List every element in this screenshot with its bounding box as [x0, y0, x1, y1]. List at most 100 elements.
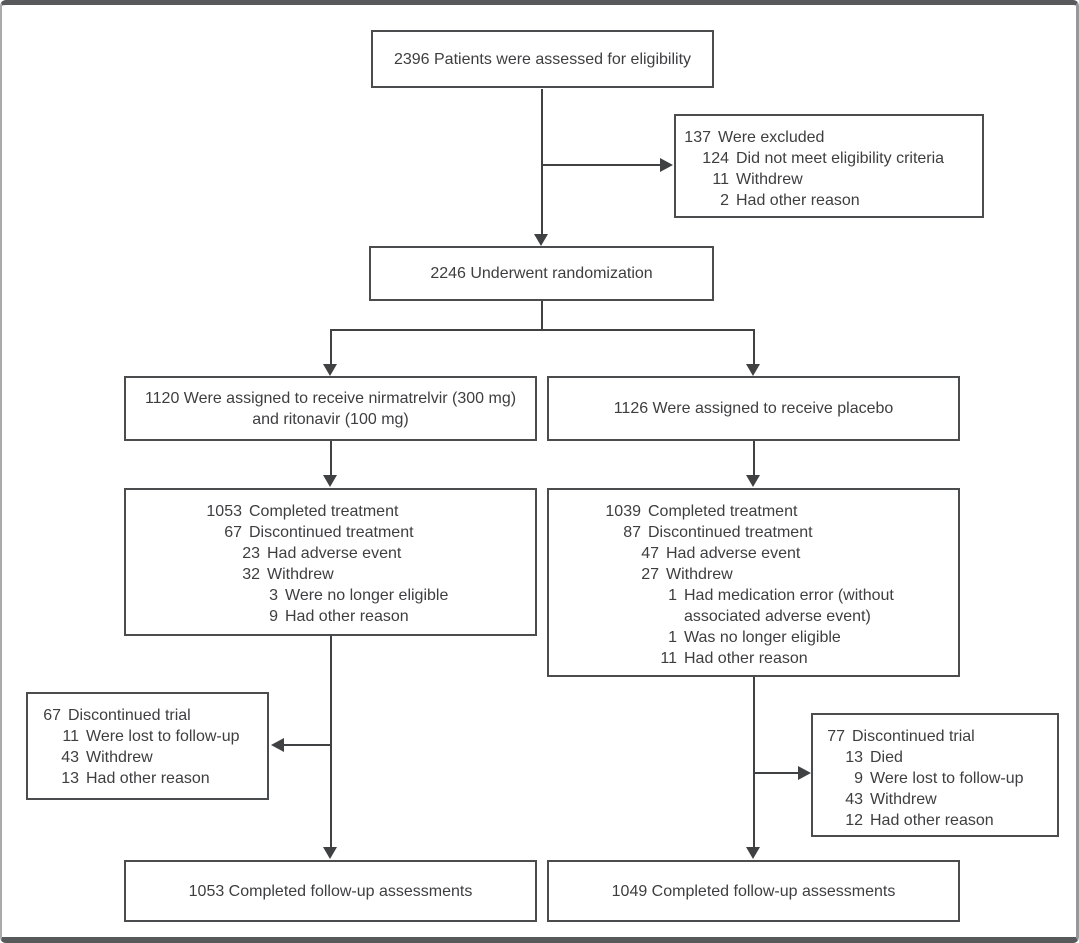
flow-line: 12 Had other reason — [845, 810, 1057, 831]
connector-to-discontinued-left — [284, 744, 330, 746]
label: Discontinued trial — [852, 728, 975, 745]
flow-line: 11 Were lost to follow-up — [61, 726, 267, 747]
label: Had medication error (without associated… — [684, 587, 894, 625]
randomization-box: 2246 Underwent randomization — [369, 246, 714, 301]
connector-assign-to-treatment-right — [753, 441, 755, 476]
label: Was no longer eligible — [684, 629, 841, 646]
count: 27 — [641, 566, 659, 583]
flow-line: 32 Withdrew — [224, 564, 535, 585]
label: Had other reason — [285, 608, 409, 625]
count: 3 — [269, 587, 278, 604]
count: 2 — [720, 192, 729, 209]
count: 67 — [224, 524, 242, 541]
count: 11 — [62, 728, 79, 745]
count: 47 — [641, 545, 659, 562]
connector-split-left — [330, 329, 332, 365]
flow-line: 1053 Completed treatment — [206, 501, 535, 522]
arrowhead-down-icon — [323, 847, 337, 859]
arrowhead-right-icon — [798, 766, 811, 780]
connector-treatment-to-followup-right — [753, 677, 755, 848]
count: 11 — [660, 650, 677, 667]
count: 12 — [845, 812, 863, 829]
count: 77 — [827, 728, 845, 745]
count: 13 — [61, 770, 79, 787]
assessed-eligibility-box: 2396 Patients were assessed for eligibil… — [371, 30, 714, 88]
followup-placebo-box: 1049 Completed follow-up assessments — [547, 860, 960, 922]
count: 9 — [269, 608, 278, 625]
count: 43 — [61, 749, 79, 766]
connector-assign-to-treatment-left — [330, 441, 332, 476]
label: Had adverse event — [267, 545, 402, 562]
assigned-placebo-box: 1126 Were assigned to receive placebo — [547, 376, 960, 441]
count: 13 — [845, 749, 863, 766]
count: 1053 — [206, 503, 242, 520]
flow-line: 23 Had adverse event — [224, 543, 535, 564]
connector-split-right — [753, 329, 755, 365]
flow-line: 27 Withdrew — [623, 564, 958, 585]
assigned-nirmatrelvir-box: 1120 Were assigned to receive nirmatrelv… — [124, 376, 537, 441]
count: 1 — [668, 629, 677, 646]
label: Were lost to follow-up — [86, 728, 240, 745]
label: Withdrew — [736, 171, 803, 188]
label: Withdrew — [86, 749, 153, 766]
count: 23 — [242, 545, 260, 562]
label: Withdrew — [666, 566, 733, 583]
flow-line: 137 Were excluded — [684, 127, 982, 148]
count: 9 — [854, 770, 863, 787]
count: 32 — [242, 566, 260, 583]
label: Were no longer eligible — [285, 587, 449, 604]
arrowhead-down-icon — [323, 364, 337, 376]
count: 87 — [623, 524, 641, 541]
treatment-outcome-nirmatrelvir-box: 1053 Completed treatment 67 Discontinued tr… — [124, 488, 537, 636]
connector-randomized-down — [541, 301, 543, 331]
flow-line: 77 Discontinued trial — [827, 726, 1057, 747]
connector-to-excluded — [542, 164, 662, 166]
count: 67 — [43, 707, 61, 724]
label: Withdrew — [870, 791, 937, 808]
label: Did not meet eligibility criteria — [736, 150, 945, 167]
label: Withdrew — [267, 566, 334, 583]
discontinued-trial-nirmatrelvir-box: 67 Discontinued trial 11 Were lost to follo… — [26, 692, 269, 800]
flow-line: 67 Discontinued treatment — [206, 522, 535, 543]
label: Had other reason — [684, 650, 808, 667]
count: 137 — [684, 129, 711, 146]
connector-treatment-to-followup-left — [330, 636, 332, 848]
arrowhead-down-icon — [323, 475, 337, 487]
label: Had other reason — [736, 192, 860, 209]
label: Discontinued treatment — [249, 524, 414, 541]
flow-line: 11 Had other reason — [641, 648, 958, 669]
flow-line: 87 Discontinued treatment — [605, 522, 958, 543]
connector-assessed-to-randomized — [541, 89, 543, 235]
arrowhead-down-icon — [746, 847, 760, 859]
label: Were lost to follow-up — [870, 770, 1024, 787]
flow-line: 1 Had medication error (without associate… — [641, 585, 958, 627]
followup-nirmatrelvir-box: 1053 Completed follow-up assessments — [124, 860, 537, 922]
flow-line: 3 Were no longer eligible — [242, 585, 535, 606]
count: 1039 — [605, 503, 641, 520]
flow-line: 13 Had other reason — [61, 768, 267, 789]
flow-line: 1 Was no longer eligible — [641, 627, 958, 648]
arrowhead-down-icon — [534, 234, 548, 246]
label: Had other reason — [870, 812, 994, 829]
flow-line: 67 Discontinued trial — [43, 705, 267, 726]
label: Had other reason — [86, 770, 210, 787]
flow-line: 2 Had other reason — [702, 190, 982, 211]
label: Discontinued trial — [68, 707, 191, 724]
label: Discontinued treatment — [648, 524, 813, 541]
label: Completed treatment — [249, 503, 399, 520]
connector-to-discontinued-right — [755, 772, 798, 774]
count: 1 — [668, 587, 677, 604]
flow-line: 9 Were lost to follow-up — [845, 768, 1057, 789]
arrowhead-down-icon — [746, 475, 760, 487]
flow-line: 43 Withdrew — [61, 747, 267, 768]
connector-split-horizontal — [330, 329, 755, 331]
arrowhead-left-icon — [271, 738, 284, 752]
label: Were excluded — [718, 129, 825, 146]
arrowhead-right-icon — [660, 158, 673, 172]
